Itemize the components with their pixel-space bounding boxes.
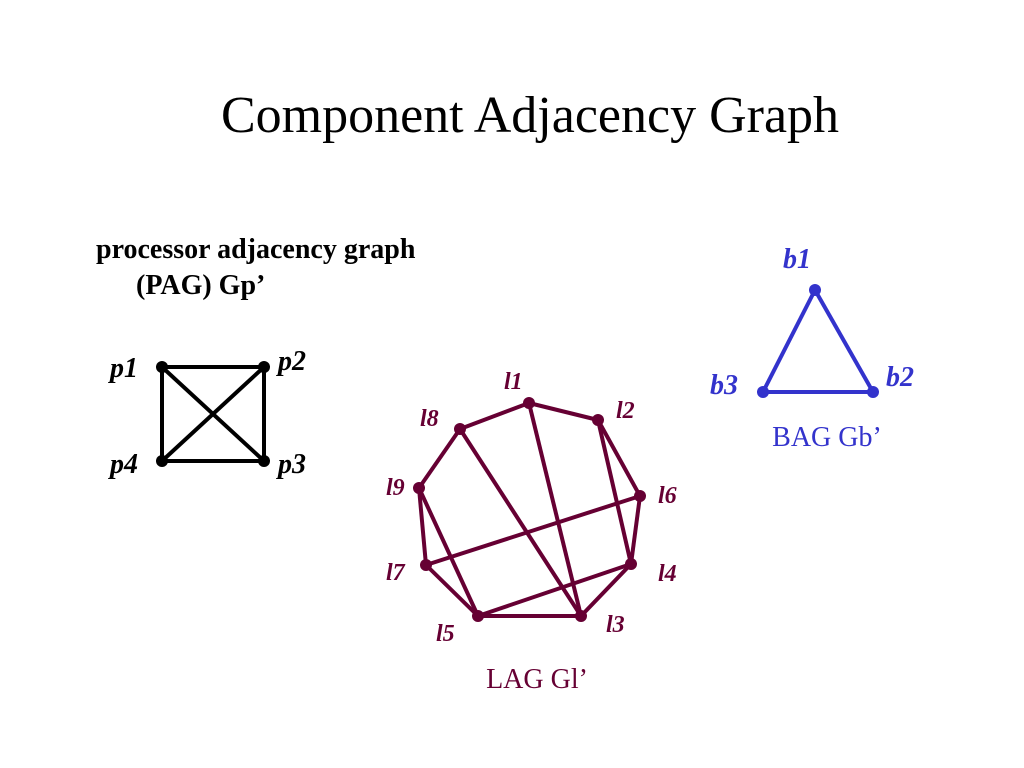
lag-node-l8 [454, 423, 466, 435]
lag-edge-l8-l1 [459, 401, 530, 431]
lag-edge-l5-l7 [424, 563, 480, 618]
pag-heading-line2: (PAG) Gp’ [136, 270, 266, 301]
bag-node-label-b3: b3 [710, 370, 738, 401]
bag-node-label-b2: b2 [886, 362, 914, 393]
lag-edge-l8-l3 [458, 427, 583, 618]
lag-node-l4 [625, 558, 637, 570]
bag-node-b1 [809, 284, 821, 296]
pag-node-label-p1: p1 [108, 353, 138, 384]
lag-node-l6 [634, 490, 646, 502]
lag-edge-l7-l6 [425, 494, 641, 567]
lag-node-l1 [523, 397, 535, 409]
lag-edge-l1-l2 [528, 401, 599, 422]
lag-edge-l7-l9 [417, 487, 428, 566]
pag-node-label-p2: p2 [276, 346, 306, 377]
pag-node-p3 [258, 455, 270, 467]
bag-node-label-b1: b1 [783, 244, 811, 275]
lag-edge-l4-l3 [579, 562, 633, 618]
bag-edge-b3-b1 [761, 289, 817, 393]
bag-node-b2 [867, 386, 879, 398]
pag-node-label-p4: p4 [108, 449, 138, 480]
lag-edge-l9-l5 [417, 487, 480, 617]
lag-node-label-l7: l7 [386, 560, 406, 586]
lag-edge-l6-l4 [629, 495, 642, 565]
lag-node-l9 [413, 482, 425, 494]
lag-node-label-l8: l8 [420, 406, 439, 432]
lag-node-l5 [472, 610, 484, 622]
lag-node-label-l5: l5 [436, 621, 455, 647]
bag-edge-b1-b2 [813, 289, 875, 393]
bag-caption: BAG Gb’ [772, 422, 882, 453]
lag-edge-l2-l6 [596, 419, 642, 497]
lag-caption: LAG Gl’ [486, 664, 588, 695]
pag-node-p2 [258, 361, 270, 373]
pag-edge-p2-p4 [160, 365, 266, 463]
lag-edge-l1-l3 [527, 402, 583, 617]
lag-edge-l2-l4 [596, 419, 633, 565]
lag-node-label-l2: l2 [616, 398, 635, 424]
lag-node-label-l1: l1 [504, 369, 523, 395]
slide-title: Component Adjacency Graph [220, 87, 840, 144]
lag-node-l7 [420, 559, 432, 571]
lag-graph: l1 l2 l6 l4 l3 l5 l7 l9 l8 [386, 369, 677, 647]
lag-node-label-l9: l9 [386, 475, 405, 501]
bag-node-b3 [757, 386, 769, 398]
lag-node-label-l3: l3 [606, 612, 625, 638]
lag-node-label-l6: l6 [658, 483, 677, 509]
pag-node-label-p3: p3 [276, 449, 306, 480]
lag-edge-l5-l4 [477, 562, 632, 618]
bag-graph: b1 b2 b3 [710, 244, 914, 401]
lag-edge-l9-l8 [417, 427, 462, 490]
lag-node-l2 [592, 414, 604, 426]
pag-heading-line1: processor adjacency graph [96, 234, 416, 265]
pag-node-p4 [156, 455, 168, 467]
pag-heading: processor adjacency graph (PAG) Gp’ [96, 232, 415, 304]
pag-node-p1 [156, 361, 168, 373]
lag-node-l3 [575, 610, 587, 622]
pag-graph: p1 p2 p3 p4 [108, 346, 306, 480]
lag-node-label-l4: l4 [658, 561, 677, 587]
